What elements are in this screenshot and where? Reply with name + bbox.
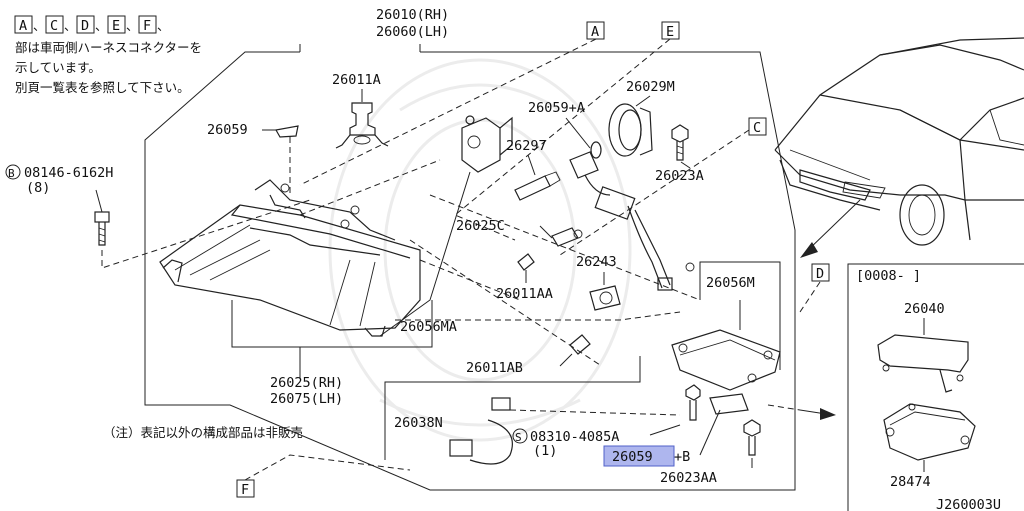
callout-c: C bbox=[559, 117, 767, 256]
leveling-actuator bbox=[379, 115, 513, 337]
screw-08310: S 08310-4085A (1) bbox=[512, 384, 701, 459]
label-26056m: 26056M bbox=[706, 275, 755, 291]
bolt-08146: B 08146-6162H (8) bbox=[5, 164, 311, 269]
svg-text:A: A bbox=[591, 24, 599, 40]
label-26023a: 26023A bbox=[655, 168, 704, 184]
label-26059-b-suffix: +B bbox=[674, 449, 690, 465]
gasket-26059: 26059 bbox=[207, 122, 299, 195]
bulb-26011ab: 26011AB bbox=[466, 334, 591, 376]
label-26010-rh: 26010(RH) bbox=[376, 7, 449, 23]
callout-f: F bbox=[236, 454, 411, 498]
ballast-26056m: 26056M bbox=[671, 261, 781, 391]
harness-connector-note: A 、 C 、 D 、 E 、 F 、 部は車両側ハーネスコネクターを 示してい… bbox=[14, 15, 202, 95]
svg-text:C: C bbox=[50, 18, 58, 34]
label-26029m: 26029M bbox=[626, 79, 675, 95]
non-sale-note: （注）表記以外の構成部品は非販売 bbox=[103, 425, 303, 440]
svg-text:S: S bbox=[515, 431, 522, 444]
callout-e: E bbox=[454, 21, 680, 241]
callout-a: A bbox=[299, 21, 605, 186]
svg-text:B: B bbox=[8, 167, 15, 180]
diagram-id: J260003U bbox=[936, 497, 1001, 511]
connector-26038n: 26038N bbox=[384, 356, 681, 465]
watermark bbox=[328, 58, 632, 442]
label-26059-a: 26059+A bbox=[528, 100, 585, 116]
svg-text:、: 、 bbox=[64, 18, 77, 33]
svg-text:、: 、 bbox=[126, 18, 139, 33]
svg-text:F: F bbox=[241, 482, 249, 498]
socket-26243: 26243 bbox=[576, 254, 621, 311]
leader-lines bbox=[299, 159, 701, 366]
vehicle-pointer-arrow bbox=[800, 199, 861, 258]
gasket-26059-b: 26059 +B bbox=[603, 393, 749, 467]
label-08310-4085a: 08310-4085A bbox=[530, 429, 619, 445]
label-26056ma: 26056MA bbox=[400, 319, 457, 335]
label-26059-upper: 26059 bbox=[207, 122, 248, 138]
svg-text:部は車両側ハーネスコネクターを: 部は車両側ハーネスコネクターを bbox=[15, 40, 202, 55]
label-26011aa: 26011AA bbox=[496, 286, 553, 302]
bulb-26011a: 26011A bbox=[332, 72, 389, 149]
label-26011ab: 26011AB bbox=[466, 360, 523, 376]
svg-text:F: F bbox=[143, 18, 151, 34]
label-26297: 26297 bbox=[506, 138, 547, 154]
inset-pointer-arrow bbox=[767, 404, 836, 420]
svg-text:A: A bbox=[19, 18, 27, 34]
svg-text:別頁一覧表を参照して下さい。: 別頁一覧表を参照して下さい。 bbox=[15, 80, 190, 95]
label-26011a: 26011A bbox=[332, 72, 381, 88]
label-26025c: 26025C bbox=[456, 218, 505, 234]
label-26038n: 26038N bbox=[394, 415, 443, 431]
label-28474: 28474 bbox=[890, 474, 931, 490]
svg-text:示しています。: 示しています。 bbox=[15, 60, 101, 75]
screw-26023a: 26023A bbox=[655, 124, 704, 184]
headlamp-housing bbox=[159, 179, 421, 337]
svg-text:E: E bbox=[666, 24, 674, 40]
inset-date-range: [0008- ] bbox=[856, 268, 921, 284]
svg-text:、: 、 bbox=[157, 18, 170, 33]
svg-text:E: E bbox=[112, 18, 120, 34]
svg-text:、: 、 bbox=[95, 18, 108, 33]
label-08146-6162h: 08146-6162H bbox=[24, 165, 113, 181]
screw-26023aa: 26023AA bbox=[660, 419, 761, 486]
svg-text:D: D bbox=[816, 266, 824, 282]
label-26075-lh: 26075(LH) bbox=[270, 391, 343, 407]
callout-d: D bbox=[799, 263, 830, 313]
svg-text:C: C bbox=[753, 120, 761, 136]
assembly-outline bbox=[144, 44, 796, 491]
variant-inset: [0008- ] 26040 28474 bbox=[847, 263, 1024, 511]
label-26243: 26243 bbox=[576, 254, 617, 270]
bulb-26297: 26297 bbox=[506, 138, 561, 201]
label-26060-lh: 26060(LH) bbox=[376, 24, 449, 40]
vehicle-illustration bbox=[774, 37, 1024, 246]
bracket-26025: 26025(RH) 26075(LH) bbox=[231, 300, 433, 407]
bulb-socket-26025c bbox=[539, 225, 583, 247]
cap-26029m: 26029M 26059+A bbox=[528, 79, 675, 159]
svg-text:D: D bbox=[81, 18, 89, 34]
label-26023aa: 26023AA bbox=[660, 470, 717, 486]
label-08146-qty: (8) bbox=[26, 180, 50, 196]
bulb-26011aa bbox=[517, 253, 535, 283]
svg-text:、: 、 bbox=[33, 18, 46, 33]
label-26059-highlighted: 26059 bbox=[612, 449, 653, 465]
label-26040: 26040 bbox=[904, 301, 945, 317]
label-26025-rh: 26025(RH) bbox=[270, 375, 343, 391]
label-08310-qty: (1) bbox=[533, 443, 557, 459]
socket-harness bbox=[569, 151, 695, 291]
